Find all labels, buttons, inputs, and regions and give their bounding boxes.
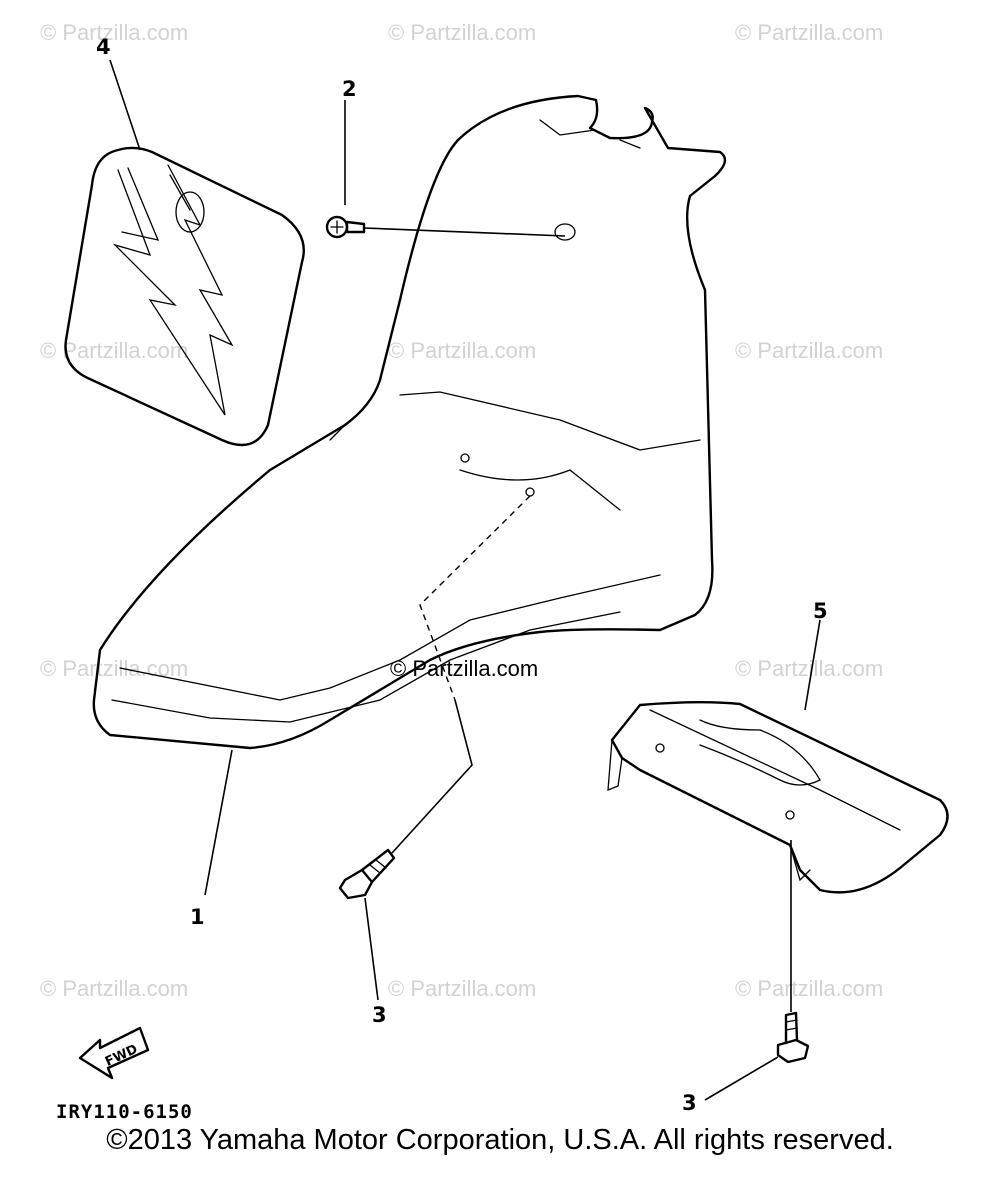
callout-bracket: 5 bbox=[813, 599, 828, 623]
rear-fender bbox=[92, 94, 727, 750]
callout-emblem: 4 bbox=[96, 35, 111, 59]
watermark: © Partzilla.com bbox=[735, 656, 883, 681]
screw-top bbox=[325, 100, 566, 239]
center-watermark: © Partzilla.com bbox=[390, 656, 538, 681]
callout-bolt-right: 3 bbox=[682, 1091, 697, 1115]
watermark: © Partzilla.com bbox=[40, 338, 188, 363]
emblem-decal bbox=[64, 146, 305, 447]
leader-fender bbox=[204, 749, 233, 896]
rear-bracket bbox=[607, 619, 949, 894]
leader-emblem bbox=[109, 59, 141, 151]
watermark: © Partzilla.com bbox=[388, 20, 536, 45]
callout-fender: 1 bbox=[190, 905, 205, 929]
copyright-notice: ©2013 Yamaha Motor Corporation, U.S.A. A… bbox=[106, 1124, 894, 1156]
callout-bolt-left: 3 bbox=[372, 1003, 387, 1027]
part-number: IRY110-6150 bbox=[56, 1101, 193, 1123]
watermark: © Partzilla.com bbox=[40, 20, 188, 45]
callout-screw: 2 bbox=[342, 77, 357, 101]
watermark: © Partzilla.com bbox=[388, 338, 536, 363]
fwd-label: FWD bbox=[103, 1042, 140, 1070]
bolt-right bbox=[704, 840, 810, 1101]
watermark: © Partzilla.com bbox=[735, 976, 883, 1001]
watermark: © Partzilla.com bbox=[735, 338, 883, 363]
watermark: © Partzilla.com bbox=[388, 976, 536, 1001]
watermark: © Partzilla.com bbox=[40, 976, 188, 1001]
watermark-layer: © Partzilla.com © Partzilla.com © Partzi… bbox=[40, 20, 883, 1001]
fwd-arrow-icon: FWD bbox=[78, 1026, 150, 1080]
bolt-left bbox=[338, 699, 473, 1001]
watermark: © Partzilla.com bbox=[735, 20, 883, 45]
